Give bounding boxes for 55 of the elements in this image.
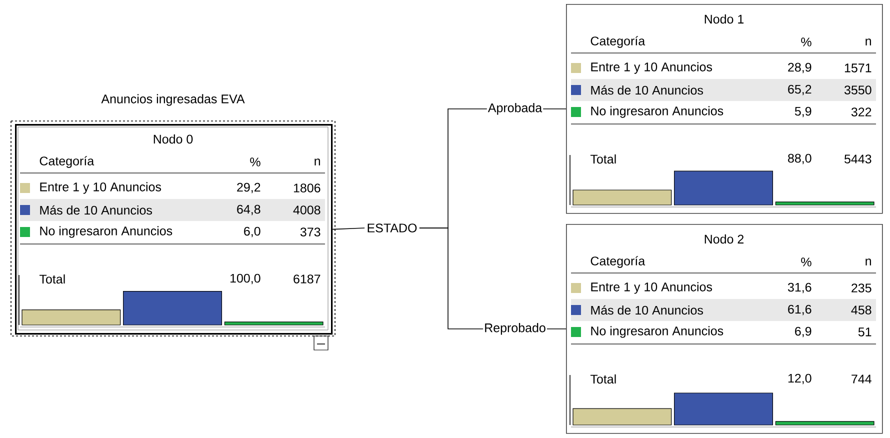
table-cell: 3550 <box>844 86 872 94</box>
table-cell: 88,0 <box>788 154 812 164</box>
table-cell: 1571 <box>844 64 872 72</box>
table-cell: Total <box>40 274 65 284</box>
table-cell: 458 <box>851 306 872 314</box>
edge-label: Aprobada <box>486 102 544 116</box>
table-cell: 65,2 <box>788 84 812 96</box>
table-cell: No ingresaron Anuncios <box>591 326 724 338</box>
table-cell: 64,8 <box>237 204 260 216</box>
column-header: Categoría <box>590 36 646 48</box>
column-header: % <box>801 258 812 266</box>
table-cell: Entre 1 y 10 Anuncios <box>40 182 162 194</box>
table-cell: Total <box>590 154 616 164</box>
table-cell: Entre 1 y 10 Anuncios <box>591 282 712 294</box>
node-title: Nodo 2 <box>704 234 744 244</box>
tree-node-box <box>566 224 883 434</box>
table-cell: 51 <box>858 328 872 336</box>
column-header: n <box>314 158 320 166</box>
table-cell: Total <box>590 374 616 384</box>
table-cell: Entre 1 y 10 Anuncios <box>591 62 712 74</box>
table-cell: 6187 <box>294 274 320 284</box>
column-header: % <box>801 38 812 46</box>
table-cell: 6,9 <box>795 326 812 338</box>
table-cell: 4008 <box>293 206 320 214</box>
column-header: n <box>866 38 871 46</box>
table-cell: Más de 10 Anuncios <box>591 85 703 95</box>
column-header: n <box>866 258 871 266</box>
table-cell: Más de 10 Anuncios <box>591 305 703 315</box>
edge-label: Reprobado <box>483 322 547 336</box>
table-cell: 6,0 <box>244 226 260 238</box>
connector <box>332 228 365 230</box>
table-cell: 29,2 <box>237 182 260 194</box>
table-cell: 31,6 <box>788 282 812 294</box>
table-cell: 744 <box>852 374 872 384</box>
node-title: Nodo 0 <box>154 134 193 144</box>
column-header: Categoría <box>590 256 646 268</box>
table-cell: 322 <box>851 108 872 116</box>
table-cell: 373 <box>300 228 320 236</box>
table-cell: 235 <box>852 284 872 292</box>
split-variable-label: ESTADO <box>368 224 417 232</box>
table-cell: No ingresaron Anuncios <box>591 106 724 118</box>
node-caption: Anuncios ingresadas EVA <box>101 94 245 106</box>
tree-node-box <box>566 4 883 214</box>
table-cell: 1806 <box>294 184 320 192</box>
column-header: Categoría <box>40 156 94 168</box>
table-cell: 100,0 <box>230 274 260 284</box>
table-cell: No ingresaron Anuncios <box>40 226 172 238</box>
table-cell: 5,9 <box>794 106 812 118</box>
table-cell: 12,0 <box>788 374 812 384</box>
table-cell: 5443 <box>844 154 872 164</box>
column-header: % <box>250 158 260 166</box>
table-cell: Más de 10 Anuncios <box>40 205 152 215</box>
table-cell: 61,6 <box>788 304 812 316</box>
node-title: Nodo 1 <box>704 14 744 24</box>
table-cell: 28,9 <box>788 62 812 74</box>
